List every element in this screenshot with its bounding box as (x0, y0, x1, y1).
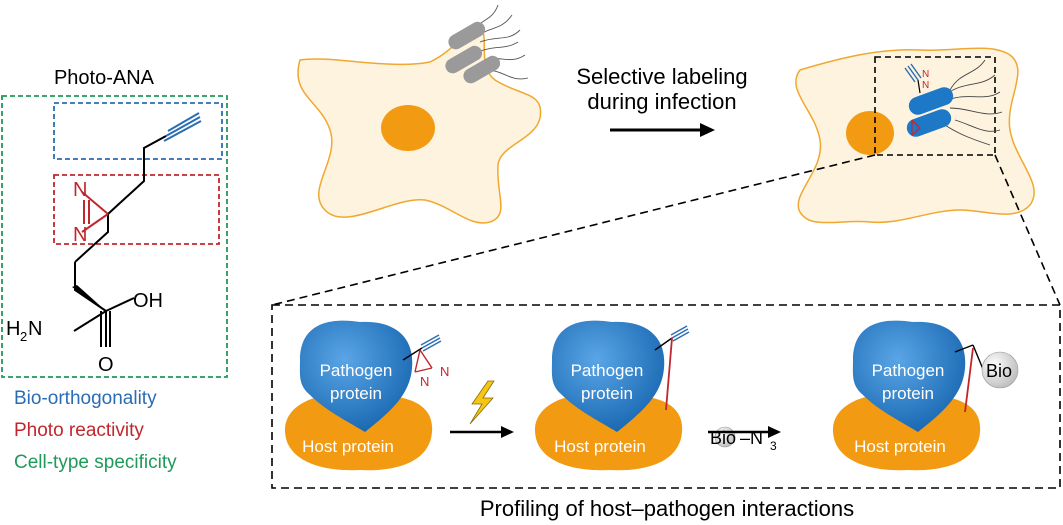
legend-bio-orthogonality: Bio-orthogonality (14, 388, 157, 409)
panel-1-diazirine (414, 349, 433, 373)
bacterium (448, 21, 486, 50)
zoom-lines (271, 154, 1061, 306)
panel-caption: Profiling of host–pathogen interactions (480, 496, 854, 521)
step-arrow (610, 123, 715, 137)
biotin-tag-label: Bio (986, 361, 1012, 381)
molecule-skeleton (73, 135, 167, 347)
diazirine-n-top: N (73, 179, 87, 201)
host-protein (833, 394, 981, 471)
panel-1-alkyne (420, 334, 442, 352)
molecule-panel: Photo-ANA (1, 67, 228, 378)
interaction-panel (271, 304, 1061, 489)
arrow-step-2 (708, 426, 781, 438)
biotin-bead (981, 351, 1019, 389)
amine-n: N (28, 318, 42, 340)
complex-step-1: Pathogen protein Host protein N N (285, 320, 449, 471)
cell-nucleus (381, 105, 435, 151)
light-bolt-icon (469, 380, 495, 425)
carbonyl (100, 311, 111, 347)
probe-diazirine (911, 119, 921, 136)
pathogen-label-1: Pathogen (571, 361, 644, 380)
photo-reactive-box (53, 174, 220, 245)
host-label: Host protein (554, 437, 646, 456)
bacterium (445, 45, 483, 74)
legend: Bio-orthogonality Photo reactivity Cell-… (14, 388, 177, 473)
diazirine-n-bottom: N (73, 224, 87, 246)
reagent-sub: 3 (770, 439, 777, 453)
probe-alkyne (904, 63, 922, 83)
host-label: Host protein (854, 437, 946, 456)
legend-photo-reactivity: Photo reactivity (14, 420, 144, 441)
pathogen-protein (852, 320, 966, 432)
labeled-bacterium (908, 87, 954, 115)
crosslink (665, 337, 673, 411)
pathogen-label-2: protein (581, 384, 633, 403)
arrow-step-1 (450, 426, 514, 438)
host-cell-infected: N N (795, 47, 1035, 224)
bacteria-group (445, 4, 529, 84)
panel-2-alkyne (670, 325, 690, 342)
step-label-line2: during infection (587, 89, 736, 114)
zoom-box (874, 56, 996, 156)
host-protein (535, 394, 683, 471)
hydroxyl: OH (133, 290, 163, 312)
amine-sub: 2 (20, 329, 27, 344)
molecule-title: Photo-ANA (54, 67, 155, 89)
alkyne (163, 112, 202, 142)
step-label-line1: Selective labeling (576, 64, 747, 89)
probe-n-top: N (922, 69, 929, 80)
wedge-bond (72, 285, 106, 311)
diazirine (81, 191, 109, 233)
complex-step-2: Pathogen protein Host protein (535, 320, 690, 471)
pathogen-label-2: protein (330, 384, 382, 403)
amine-h: H (6, 318, 20, 340)
diazirine-n-left: N (420, 374, 429, 389)
carbonyl-oxygen: O (98, 354, 114, 376)
diazirine-n-right: N (440, 364, 449, 379)
cell-nucleus (846, 111, 894, 155)
complex-step-3: Pathogen protein Host protein Bio (833, 320, 1019, 471)
legend-cell-type-specificity: Cell-type specificity (14, 452, 177, 473)
host-label: Host protein (302, 437, 394, 456)
pathogen-label-1: Pathogen (320, 361, 393, 380)
pathogen-label-2: protein (882, 384, 934, 403)
pathogen-protein (299, 320, 413, 432)
bio-orthogonal-box (53, 102, 223, 160)
pathogen-protein (551, 320, 665, 432)
crosslink (964, 347, 974, 413)
pathogen-label-1: Pathogen (872, 361, 945, 380)
cell-type-box (1, 95, 228, 378)
bacterium (463, 55, 501, 84)
host-protein (285, 394, 433, 471)
host-cell-uninfected (297, 27, 542, 224)
probe-n-bottom: N (922, 80, 929, 91)
